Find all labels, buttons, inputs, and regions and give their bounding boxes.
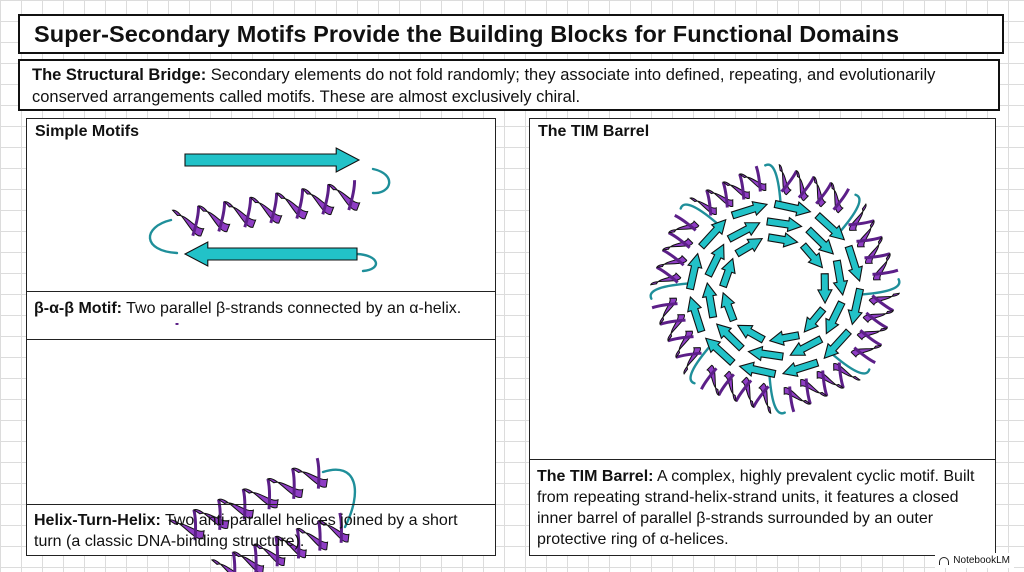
tim-strand-r2-4 bbox=[715, 323, 745, 352]
tim-strand-r1-1 bbox=[847, 287, 865, 326]
page-title: Super-Secondary Motifs Provide the Build… bbox=[34, 21, 900, 47]
tim-barrel-diagram bbox=[649, 163, 901, 415]
tim-strand-r1-2 bbox=[823, 328, 852, 360]
bab-top-strand bbox=[184, 147, 361, 173]
notebooklm-logo: NotebookLM bbox=[935, 553, 1014, 568]
tim-strand-r3-5 bbox=[719, 257, 736, 289]
hth-caption-label: Helix-Turn-Helix: bbox=[34, 512, 161, 529]
bab-caption-text: Two parallel β-strands connected by an α… bbox=[122, 300, 462, 317]
simple-motifs-heading: Simple Motifs bbox=[35, 123, 140, 140]
tim-strand-r1-9 bbox=[730, 201, 769, 220]
tim-outer-helix-7 bbox=[649, 214, 700, 286]
tim-loop-1 bbox=[835, 193, 861, 237]
tim-strand-r1-11 bbox=[814, 212, 846, 241]
tim-strand-r1-7 bbox=[685, 252, 703, 291]
notebooklm-logo-icon bbox=[939, 556, 950, 565]
tim-strand-r3-6 bbox=[734, 238, 764, 258]
tim-strand-r1-8 bbox=[698, 218, 727, 250]
beta-alpha-beta-diagram bbox=[148, 147, 391, 273]
intro-label: The Structural Bridge: bbox=[32, 66, 207, 84]
tim-strand-r3-7 bbox=[767, 232, 799, 248]
tim-caption-text: A complex, highly prevalent cyclic motif… bbox=[537, 468, 975, 548]
tim-barrel-panel: The TIM Barrel The TIM Barrel: A complex… bbox=[529, 118, 996, 556]
bab-bottom-strand bbox=[183, 241, 358, 267]
bab-divider bbox=[27, 291, 495, 292]
tim-outer-helix-8 bbox=[689, 165, 767, 216]
tim-strand-r3-1 bbox=[803, 306, 827, 333]
tim-outer-helix-4 bbox=[783, 362, 861, 413]
tim-strand-r2-1 bbox=[825, 300, 846, 335]
hth-caption: Helix-Turn-Helix: Two anti-parallel heli… bbox=[34, 510, 487, 552]
tim-outer-helix-6 bbox=[651, 297, 702, 375]
intro-body: Secondary elements do not fold randomly;… bbox=[32, 66, 936, 106]
tim-strand-r2-7 bbox=[726, 222, 761, 243]
tim-strand-r2-5 bbox=[701, 281, 718, 319]
tim-outer-helix-2 bbox=[848, 203, 899, 281]
tim-strand-r3-9 bbox=[816, 273, 833, 305]
tim-caption-label: The TIM Barrel: bbox=[537, 468, 654, 485]
bab-helix bbox=[171, 180, 361, 237]
tim-strand-r1-4 bbox=[738, 361, 777, 379]
bab-caption: β-α-β Motif: Two parallel β-strands conn… bbox=[34, 298, 487, 319]
tim-loop-5 bbox=[689, 341, 715, 385]
tim-strand-r3-4 bbox=[720, 291, 738, 323]
hth-helix-bottom bbox=[210, 512, 350, 572]
tim-strand-r1-6 bbox=[687, 295, 706, 334]
hth-divider bbox=[27, 504, 495, 505]
tim-outer-helix-5 bbox=[700, 364, 772, 415]
tim-divider bbox=[530, 459, 995, 460]
helix-turn-helix-diagram bbox=[168, 323, 357, 572]
tim-loop-6 bbox=[649, 281, 695, 300]
title-box: Super-Secondary Motifs Provide the Build… bbox=[18, 14, 1004, 54]
tim-loop-4 bbox=[767, 369, 786, 415]
tim-loop-3 bbox=[827, 349, 871, 375]
tim-strand-r2-2 bbox=[789, 335, 824, 356]
bab-loop-bottom bbox=[148, 218, 179, 255]
hth-helix-top bbox=[168, 457, 329, 541]
tim-strand-r2-8 bbox=[766, 216, 803, 233]
bab-caption-label: β-α-β Motif: bbox=[34, 300, 122, 317]
bab-loop-tail bbox=[355, 252, 377, 273]
notebooklm-logo-text: NotebookLM bbox=[953, 555, 1010, 566]
tim-strand-r2-9 bbox=[805, 226, 835, 255]
tim-strand-r1-10 bbox=[773, 199, 812, 217]
tim-strand-r1-3 bbox=[781, 358, 820, 377]
tim-strand-r2-3 bbox=[747, 345, 784, 362]
tim-strand-r2-6 bbox=[704, 243, 725, 278]
tim-caption: The TIM Barrel: A complex, highly preval… bbox=[537, 466, 987, 550]
tim-strand-r3-8 bbox=[799, 242, 824, 269]
tim-loop-7 bbox=[679, 203, 723, 229]
tim-strand-r1-5 bbox=[704, 337, 736, 366]
tim-outer-helix-3 bbox=[850, 292, 901, 364]
tim-loop-2 bbox=[855, 278, 901, 297]
bab-caption-divider bbox=[27, 339, 495, 340]
tim-strand-r2-10 bbox=[832, 259, 849, 297]
intro-text: The Structural Bridge: Secondary element… bbox=[20, 61, 998, 111]
tim-strand-r3-2 bbox=[768, 330, 800, 346]
simple-motifs-panel: Simple Motifs β-α-β Motif: Two parallel … bbox=[26, 118, 496, 572]
tim-strand-r3-3 bbox=[736, 324, 766, 344]
tim-strand-r1-12 bbox=[844, 244, 863, 283]
bab-loop-top bbox=[371, 167, 391, 195]
hth-turn bbox=[321, 468, 357, 529]
tim-outer-helix-1 bbox=[778, 163, 850, 214]
tim-loop-8 bbox=[764, 163, 783, 209]
intro-box: The Structural Bridge: Secondary element… bbox=[18, 59, 1000, 111]
hth-caption-text: Two anti-parallel helices joined by a sh… bbox=[34, 512, 458, 550]
tim-barrel-heading: The TIM Barrel bbox=[538, 123, 650, 140]
